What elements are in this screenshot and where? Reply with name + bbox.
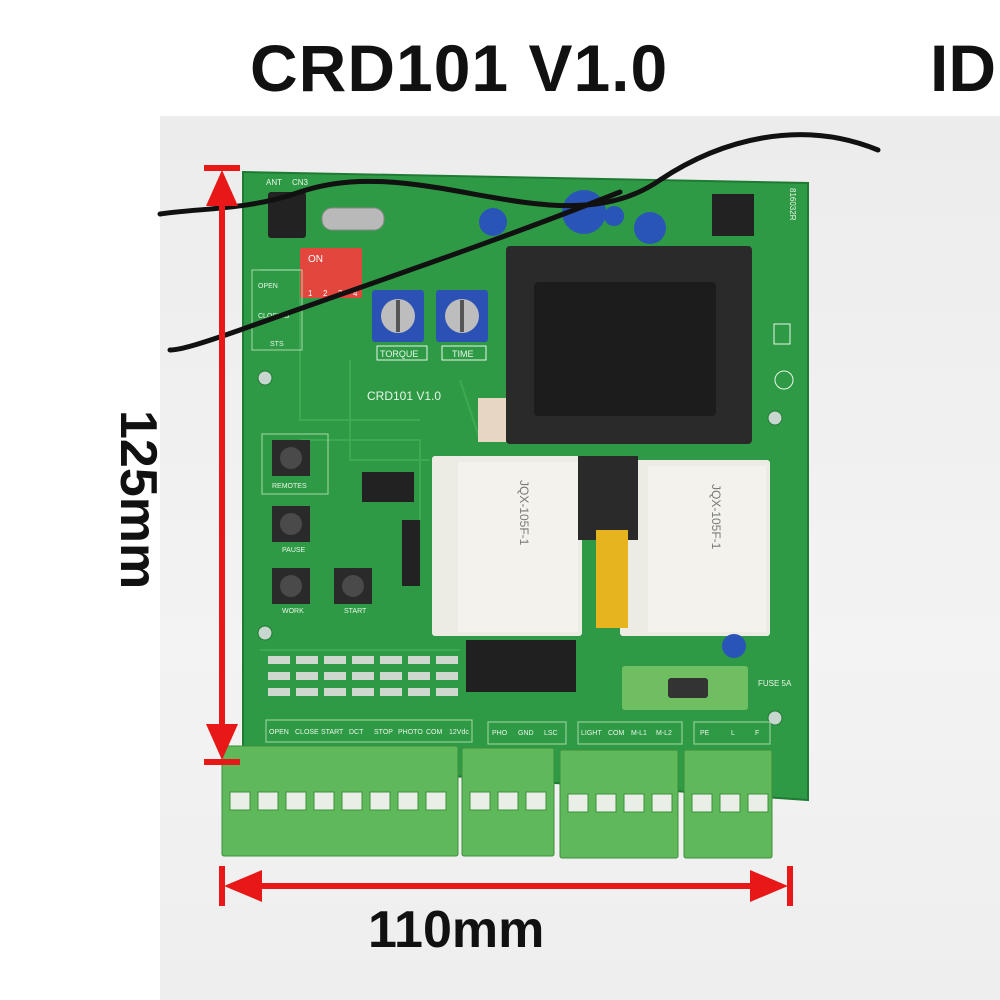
dip-on-label: ON [308, 254, 323, 265]
ic-chip [362, 472, 414, 502]
ant-label: ANT [266, 178, 282, 187]
svg-text:PHOTO: PHOTO [398, 729, 423, 736]
varistor-block [466, 640, 576, 692]
svg-text:STOP: STOP [374, 729, 393, 736]
fuse-label: FUSE 5A [758, 679, 792, 688]
svg-text:START: START [321, 729, 344, 736]
triac [578, 456, 638, 540]
crystal [321, 207, 385, 231]
svg-text:LSC: LSC [544, 730, 558, 737]
svg-text:PHO: PHO [492, 730, 508, 737]
svg-text:CLOSE: CLOSE [295, 729, 319, 736]
svg-text:STS: STS [270, 341, 284, 348]
page-title: CRD101 V1.0 [250, 31, 669, 105]
svg-text:JQX-105F-1: JQX-105F-1 [517, 480, 531, 546]
relays: JQX-105F-1 JQX-105F-1 [432, 456, 770, 636]
bridge-rectifier [712, 194, 754, 236]
width-dimension-arrow [219, 866, 793, 906]
svg-text:START: START [344, 608, 367, 615]
serial-label: 816032R [788, 188, 797, 221]
cut-off-title: ID [930, 31, 996, 105]
width-dimension-label: 110mm [368, 901, 545, 959]
svg-text:12Vdc: 12Vdc [449, 729, 469, 736]
svg-text:JQX-105F-1: JQX-105F-1 [709, 484, 723, 550]
terminal-labels: OPEN CLOSE START DCT STOP PHOTO COM 12Vd… [265, 719, 771, 745]
svg-text:OPEN: OPEN [269, 729, 289, 736]
antenna-wire [157, 132, 881, 353]
svg-text:4: 4 [353, 289, 358, 298]
rf-module [268, 192, 306, 238]
svg-text:GND: GND [518, 730, 534, 737]
dip-switch [300, 248, 362, 298]
resistor-bank [268, 656, 458, 696]
connector [478, 398, 506, 442]
svg-text:WORK: WORK [282, 608, 304, 615]
film-capacitor [596, 530, 628, 628]
cn-label: CN3 [292, 178, 309, 187]
svg-text:L: L [731, 730, 735, 737]
svg-text:LIGHT: LIGHT [581, 730, 602, 737]
svg-text:REMOTES: REMOTES [272, 483, 307, 490]
silk-version: CRD101 V1.0 [367, 389, 441, 403]
svg-text:TORQUE: TORQUE [380, 349, 418, 359]
svg-text:TIME: TIME [452, 349, 474, 359]
terminal-screws [229, 791, 769, 813]
push-buttons: REMOTES PAUSE WORK START [261, 433, 372, 615]
svg-text:PAUSE: PAUSE [282, 547, 306, 554]
header-pins [402, 520, 420, 586]
height-dimension-arrow [204, 165, 240, 765]
svg-text:F: F [755, 730, 759, 737]
svg-text:COM: COM [426, 729, 443, 736]
svg-text:COM: COM [608, 730, 625, 737]
svg-text:OPEN: OPEN [258, 283, 278, 290]
svg-text:2: 2 [323, 289, 328, 298]
svg-text:1: 1 [308, 289, 313, 298]
svg-text:PE: PE [700, 730, 710, 737]
svg-text:M-L2: M-L2 [656, 730, 672, 737]
svg-text:M-L1: M-L1 [631, 730, 647, 737]
svg-text:DCT: DCT [349, 729, 364, 736]
height-dimension-label: 125mm [109, 410, 167, 590]
potentiometers: TORQUE TIME [372, 290, 488, 361]
